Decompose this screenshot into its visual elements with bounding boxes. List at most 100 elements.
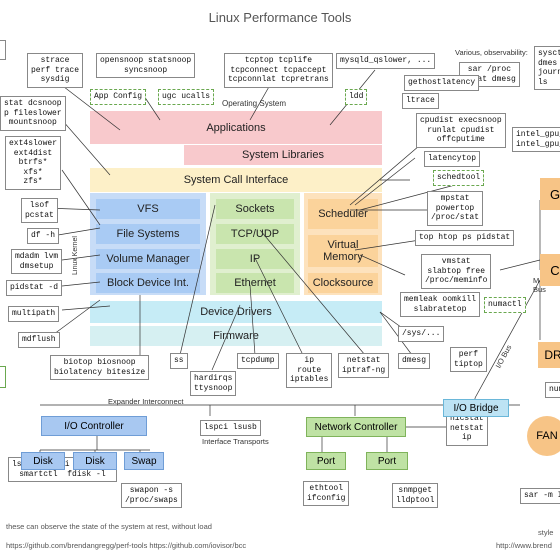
tool-ethtool: ethtool ifconfig: [303, 481, 350, 506]
dram-partial: DR: [538, 342, 560, 368]
device-drivers-layer: Device Drivers: [90, 301, 382, 323]
disk-2: Disk: [73, 452, 117, 470]
tool-tcpdump: tcpdump: [237, 353, 279, 369]
diagram-title: Linux Performance Tools: [208, 10, 352, 25]
ip-layer: IP: [216, 249, 294, 269]
vfs-layer: VFS: [96, 199, 200, 219]
tool-tcptop: tcptop tcplife tcpconnect tcpaccept tcpc…: [224, 53, 333, 88]
tool-opensnoop: opensnoop statsnoop syncsnoop: [96, 53, 196, 78]
tool-perf-tiptop: perf tiptop: [450, 347, 487, 372]
gpu-partial: G: [540, 178, 560, 210]
os-label: Operating System: [222, 99, 287, 108]
cpu-partial: C: [540, 254, 560, 286]
tool-ldd: ldd: [345, 89, 368, 105]
swap-label: Swap: [131, 455, 157, 467]
tool-numa-partial: num: [545, 382, 560, 398]
tcp-udp-label: TCP/UDP: [230, 228, 280, 240]
left-partial-box: [0, 366, 6, 388]
tool-vmstat: vmstat slabtop free /proc/meminfo: [421, 254, 492, 289]
tool-cpudist: cpudist execsnoop runlat cpudist offcput…: [416, 113, 506, 148]
disk-2-label: Disk: [85, 455, 105, 467]
left-top-partial-box: [0, 40, 6, 60]
io-controller: I/O Controller: [41, 416, 147, 436]
block-device-layer: Block Device Int.: [96, 273, 200, 293]
firmware-layer: Firmware: [90, 326, 382, 346]
tool-pidstat: pidstat -d: [6, 280, 63, 296]
tool-mdadm: mdadm lvm dmsetup: [11, 249, 63, 274]
tool-biotop: biotop biosnoop biolatency bitesize: [50, 355, 150, 380]
footer-right-partial: http://www.brend: [496, 541, 552, 550]
applications-layer: Applications: [90, 111, 382, 144]
network-controller: Network Controller: [306, 417, 406, 437]
file-systems-label: File Systems: [116, 228, 180, 240]
observability-note: Various, observability:: [455, 48, 528, 57]
disk-1-label: Disk: [33, 455, 53, 467]
tool-sysctl-partial: sysct dmes journ ls: [534, 46, 560, 90]
tool-netstat-iptraf: netstat iptraf-ng: [338, 353, 390, 378]
tool-sar-m: sar -m I: [520, 488, 560, 504]
volume-manager-label: Volume Manager: [106, 253, 190, 265]
tool-lsof: lsof pcstat: [21, 198, 58, 223]
tool-ltrace: ltrace: [402, 93, 439, 109]
tool-multipath: multipath: [8, 306, 60, 322]
device-drivers-label: Device Drivers: [200, 306, 272, 318]
tool-schedtool: schedtool: [433, 170, 485, 186]
system-libraries-layer: System Libraries: [184, 145, 382, 165]
tool-strace: strace perf trace sysdig: [27, 53, 84, 88]
swap: Swap: [124, 452, 164, 470]
tool-df: df -h: [27, 228, 60, 244]
file-systems-layer: File Systems: [96, 224, 200, 244]
tool-swapon: swapon -s /proc/swaps: [121, 483, 182, 508]
ethernet-layer: Ethernet: [216, 273, 294, 293]
tool-gethostlatency: gethostlatency: [404, 75, 480, 91]
tool-numactl: numactl: [484, 297, 526, 313]
tool-memleak: memleak oomkill slabratetop: [400, 292, 481, 317]
port-1: Port: [306, 452, 346, 470]
tool-mdflush: mdflush: [18, 332, 60, 348]
io-bridge-label: I/O Bridge: [453, 402, 499, 414]
scheduler-label: Scheduler: [318, 208, 368, 220]
port-1-label: Port: [316, 455, 336, 467]
tool-snmpget: snmpget lldptool: [392, 483, 439, 508]
footer-links: https://github.com/brendangregg/perf-too…: [6, 541, 247, 550]
system-libraries-label: System Libraries: [242, 149, 324, 161]
io-bridge: I/O Bridge: [443, 399, 509, 417]
ip-label: IP: [249, 253, 261, 265]
observe-note: these can observe the state of the syste…: [6, 522, 212, 531]
virtual-memory-label: Virtual Memory: [323, 239, 363, 263]
tool-intel-gpu: intel_gpu_ intel_gpu_: [512, 127, 560, 152]
tool-lspci: lspci lsusb: [200, 420, 261, 436]
sockets-layer: Sockets: [216, 199, 294, 219]
system-call-interface-layer: System Call Interface: [90, 168, 382, 192]
tool-mysqld: mysqld_qslower, ...: [336, 53, 436, 69]
tool-ugc: ugc ucalls: [158, 89, 215, 105]
port-2-label: Port: [377, 455, 397, 467]
tool-mpstat: mpstat powertop /proc/stat: [427, 191, 484, 226]
cpu-partial-label: C: [550, 262, 560, 278]
disk-1: Disk: [21, 452, 65, 470]
sockets-label: Sockets: [235, 203, 275, 215]
tool-ext4slower: ext4slower ext4dist btrfs* xfs* zfs*: [5, 136, 62, 190]
virtual-memory-layer: Virtual Memory: [308, 235, 378, 267]
scheduler-layer: Scheduler: [308, 199, 378, 229]
gpu-partial-label: G: [549, 186, 560, 202]
volume-manager-layer: Volume Manager: [96, 249, 200, 269]
interface-transports-label: Interface Transports: [202, 437, 269, 446]
tool-ss: ss: [170, 353, 188, 369]
tool-dmesg: dmesg: [398, 353, 431, 369]
tool-stat-dcsnoop: stat dcsnoop p fileslower mountsnoop: [0, 96, 66, 131]
fan-label: FAN: [536, 430, 558, 442]
footer-style-partial: style: [538, 528, 554, 537]
fan: FAN: [527, 416, 560, 456]
clocksource-label: Clocksource: [312, 277, 374, 289]
firmware-label: Firmware: [213, 330, 259, 342]
clocksource-layer: Clocksource: [308, 273, 378, 293]
io-controller-label: I/O Controller: [64, 420, 124, 432]
dram-partial-label: DR: [544, 348, 560, 362]
tool-sys: /sys/...: [398, 326, 445, 342]
block-device-label: Block Device Int.: [107, 277, 189, 289]
port-2: Port: [366, 452, 408, 470]
tool-hardirqs: hardirqs ttysnoop: [190, 371, 237, 396]
tool-app-config: App Config: [90, 89, 147, 105]
